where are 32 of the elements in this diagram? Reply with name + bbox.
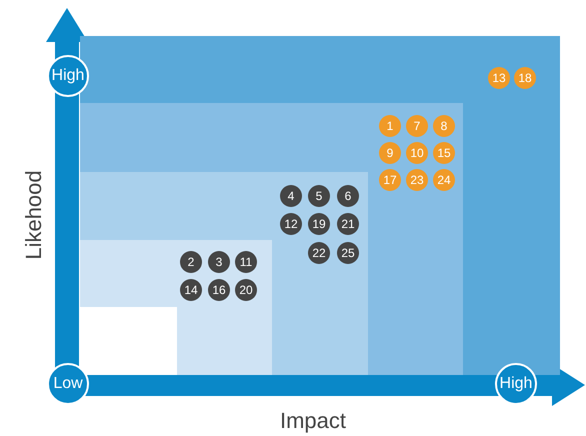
- risk-marker: 3: [208, 251, 230, 273]
- risk-marker: 8: [433, 115, 455, 137]
- risk-marker: 2: [180, 251, 202, 273]
- risk-marker: 4: [280, 185, 302, 207]
- risk-marker: 10: [406, 142, 428, 164]
- axis-title: Impact: [280, 408, 346, 434]
- risk-marker: 22: [308, 242, 330, 264]
- risk-marker: 23: [406, 169, 428, 191]
- axis-title: Likehood: [21, 170, 47, 260]
- risk-marker: 7: [406, 115, 428, 137]
- risk-marker: 16: [208, 279, 230, 301]
- risk-marker: 12: [280, 213, 302, 235]
- risk-marker: 15: [433, 142, 455, 164]
- risk-marker: 6: [337, 185, 359, 207]
- risk-marker: 9: [379, 142, 401, 164]
- risk-marker: 5: [308, 185, 330, 207]
- axis-level-badge: Low: [47, 363, 89, 405]
- risk-zone: [80, 240, 272, 375]
- risk-zone: [80, 172, 368, 375]
- risk-marker: 24: [433, 169, 455, 191]
- risk-marker: 18: [514, 67, 536, 89]
- risk-marker: 19: [308, 213, 330, 235]
- risk-zone: [80, 307, 177, 375]
- risk-zone: [80, 103, 463, 375]
- risk-marker: 21: [337, 213, 359, 235]
- risk-marker: 17: [379, 169, 401, 191]
- risk-marker: 20: [235, 279, 257, 301]
- risk-marker: 14: [180, 279, 202, 301]
- risk-marker: 11: [235, 251, 257, 273]
- risk-marker: 1: [379, 115, 401, 137]
- risk-marker: 25: [337, 242, 359, 264]
- risk-marker: 13: [488, 67, 510, 89]
